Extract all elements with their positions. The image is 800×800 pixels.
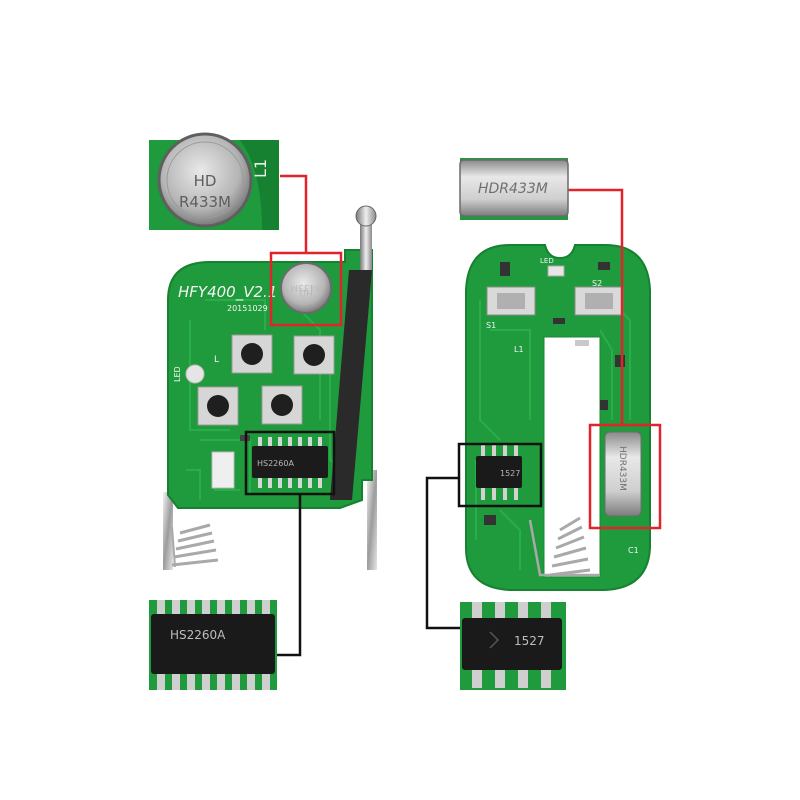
right-resonator-callout (568, 188, 662, 530)
svg-text:HS2260A: HS2260A (257, 459, 294, 468)
left-pcb-board: HFY400_V2.1 20151029 LED L HD R433M (163, 205, 377, 570)
left-encoder-chip: HS2260A (252, 437, 328, 488)
left-led (185, 364, 205, 384)
right-switch-s2 (574, 286, 624, 316)
left-resonator-callout (269, 174, 343, 327)
right-led-label: LED (540, 257, 554, 265)
right-smd-parts (484, 262, 625, 525)
right-zoom-resonator-label: HDR433M (478, 181, 548, 197)
left-chip-callout (244, 430, 336, 657)
right-pcb-traces (475, 299, 631, 570)
left-tactile-buttons (197, 334, 335, 426)
left-led-label: LED (173, 366, 182, 382)
svg-text:R433M: R433M (290, 282, 321, 292)
right-saw-resonator: HDR433M (604, 431, 642, 517)
left-zoom-chip-label: HS2260A (170, 628, 226, 642)
right-s2-label: S2 (592, 279, 602, 288)
right-pcb-board: LED S1 S2 L1 C1 HDR433M 1527 (465, 244, 651, 591)
right-zoom-resonator: HDR433M (459, 158, 569, 220)
left-battery-tab-right (367, 470, 377, 570)
svg-text:1527: 1527 (500, 469, 520, 478)
left-l-label: L (214, 355, 219, 365)
svg-text:HDR433M: HDR433M (617, 446, 627, 491)
right-encoder-chip: 1527 (476, 445, 522, 500)
left-zoom-chip: HS2260A (149, 600, 277, 690)
right-battery-spring (528, 516, 600, 577)
right-l1-label: L1 (514, 345, 524, 354)
right-zoom-chip-label: 1527 (514, 634, 545, 648)
left-board-date: 20151029 (227, 304, 268, 313)
left-saw-resonator: HD R433M (280, 262, 332, 314)
left-zoom-resonator-line1: HD (194, 172, 217, 190)
right-switch-s1 (486, 286, 536, 316)
left-smd-part (211, 451, 235, 489)
left-battery-tab-left (163, 492, 173, 570)
right-chip-callout (425, 442, 543, 630)
svg-text:HD: HD (299, 287, 313, 297)
left-zoom-resonator: HD R433M L1 (149, 132, 279, 230)
right-led (547, 265, 565, 277)
left-zoom-silk-mark: L1 (251, 159, 270, 178)
right-c1-label: C1 (628, 546, 639, 555)
left-battery-spring (171, 523, 219, 568)
left-zoom-resonator-line2: R433M (179, 193, 231, 211)
right-zoom-chip: 1527 (460, 602, 566, 690)
right-s1-label: S1 (486, 321, 496, 330)
left-antenna (330, 205, 377, 500)
left-board-model: HFY400_V2.1 (178, 283, 277, 302)
